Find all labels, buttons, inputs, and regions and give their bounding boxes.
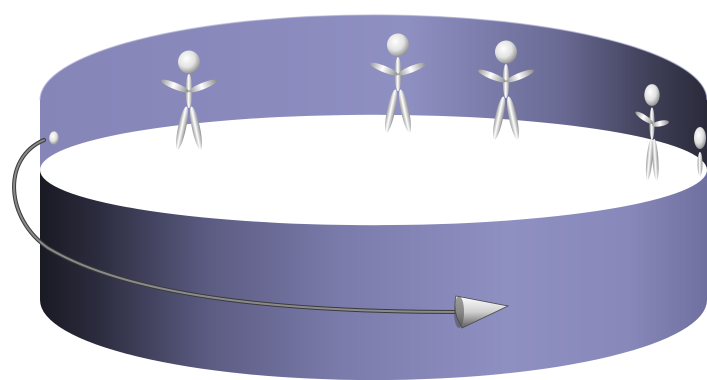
ring-outer-wall <box>40 170 707 380</box>
figure-left-edge <box>49 131 59 144</box>
ring-inner-wall <box>40 15 707 170</box>
